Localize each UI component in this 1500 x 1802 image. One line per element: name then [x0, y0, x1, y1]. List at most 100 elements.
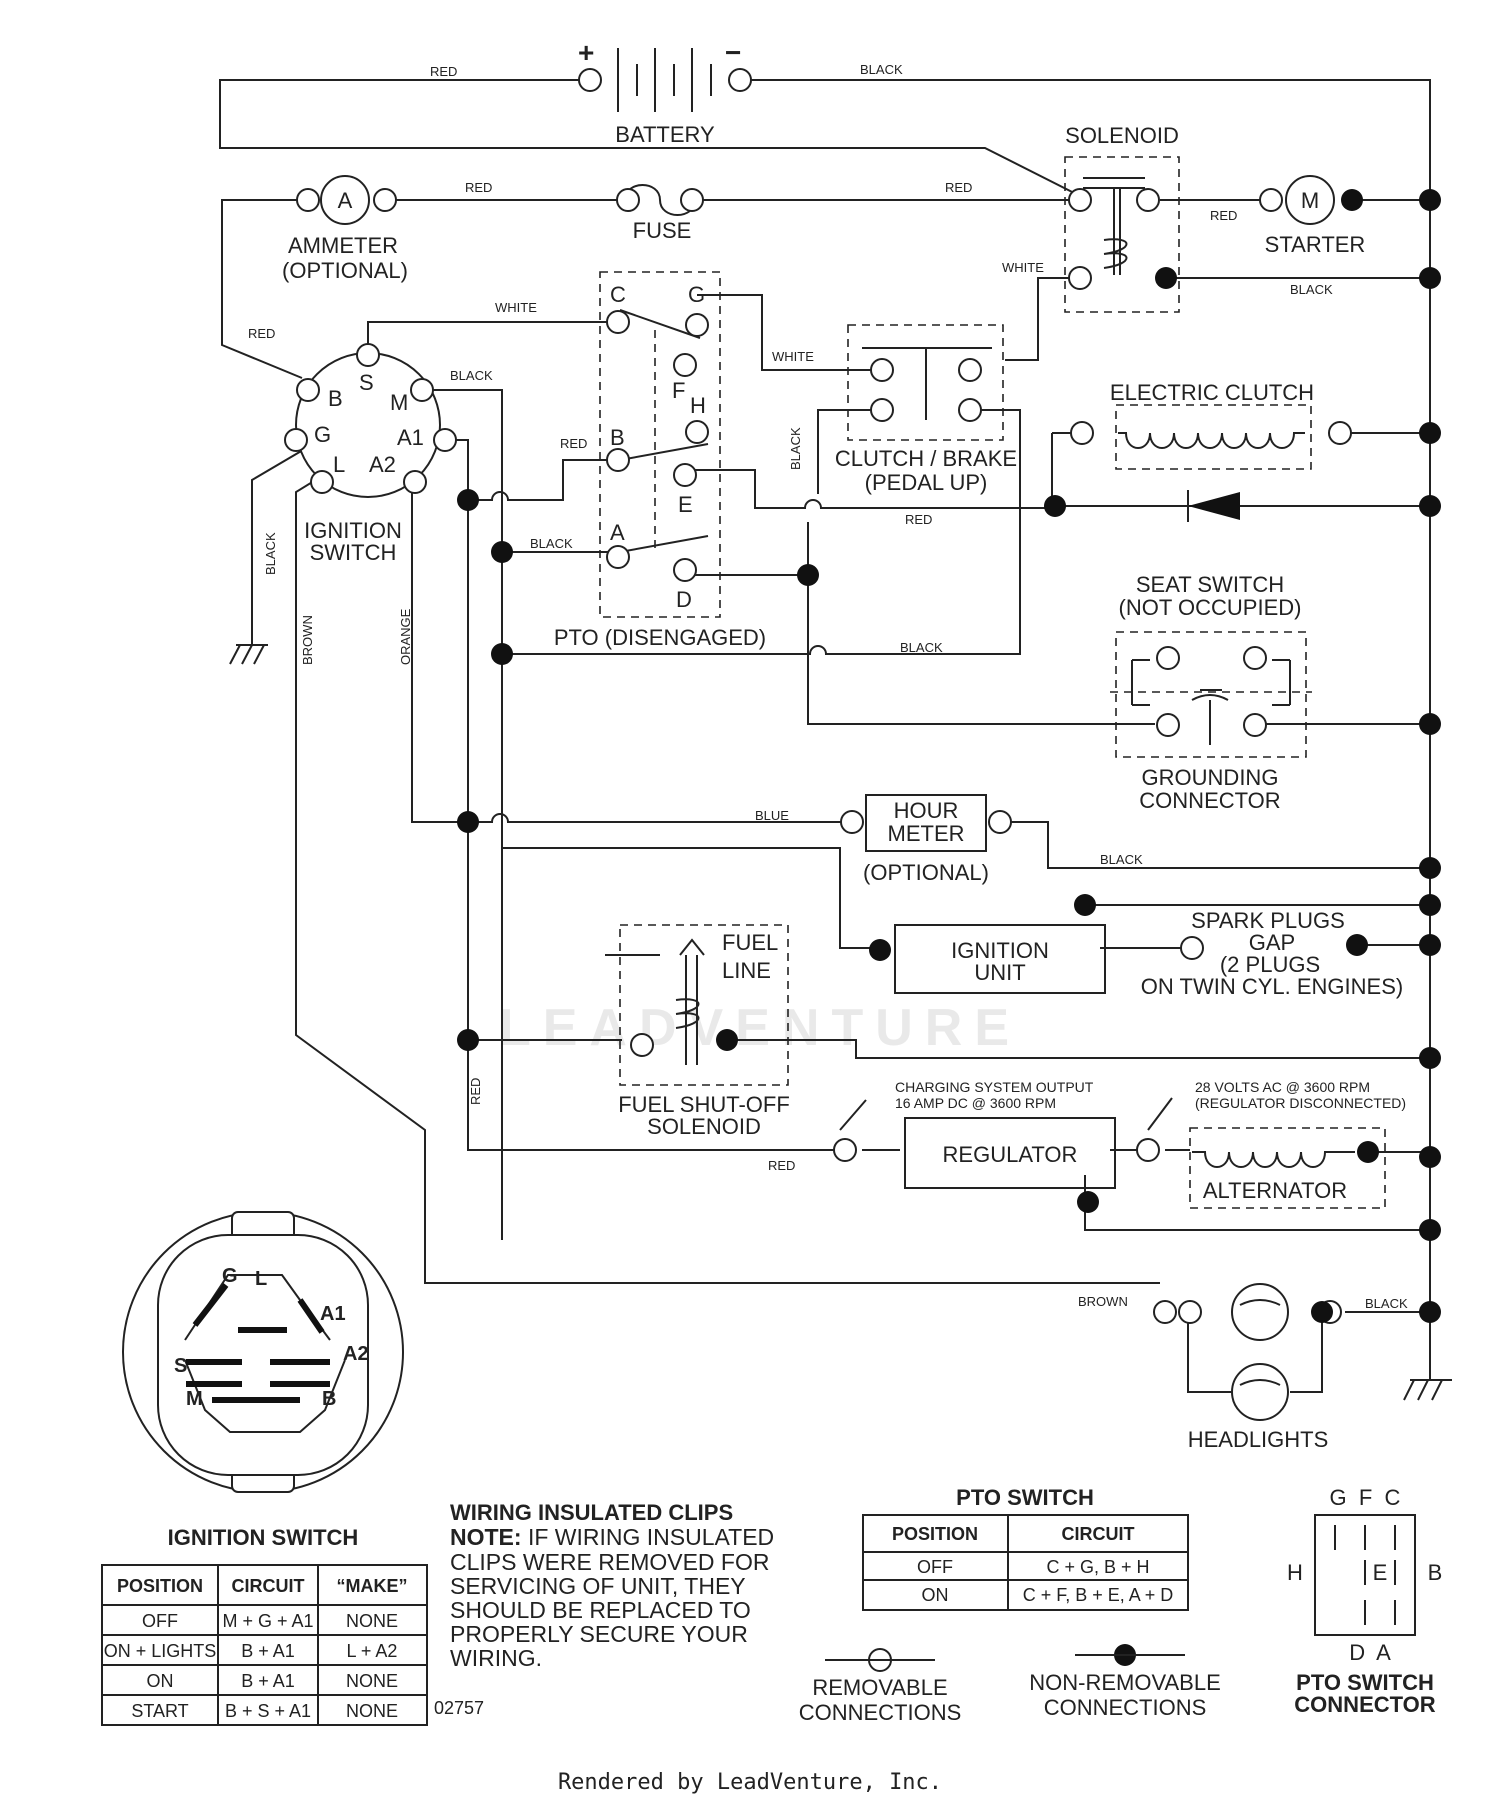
ign-face-a2: A2	[343, 1343, 369, 1365]
note-title: WIRING INSULATED CLIPS	[450, 1500, 733, 1525]
pto-terminals: C G F H B E A D	[610, 282, 706, 612]
ignition-table-cell: L + A2	[347, 1641, 398, 1661]
note-line: SERVICING OF UNIT, THEY	[450, 1573, 746, 1599]
line-label: LINE	[722, 958, 771, 983]
watermark: LEADVENTURE	[499, 999, 1021, 1057]
ign-face-b: B	[322, 1388, 336, 1410]
fuel-solenoid-label: FUEL SHUT-OFF	[618, 1092, 790, 1117]
legend-nonremovable2: CONNECTIONS	[1044, 1695, 1207, 1720]
fuse-label: FUSE	[633, 218, 692, 243]
pto-table-title: PTO SWITCH	[956, 1485, 1094, 1510]
ign-face-l: L	[255, 1268, 267, 1290]
wire-label: RED	[248, 326, 275, 341]
note-line-0: IF WIRING INSULATED	[522, 1524, 775, 1550]
electric-clutch-label: ELECTRIC CLUTCH	[1110, 380, 1314, 405]
wire-label: BLACK	[788, 427, 803, 470]
fuel-solenoid-label2: SOLENOID	[647, 1114, 761, 1139]
ign-terminal-b: B	[328, 386, 343, 411]
pto-terminal-e: E	[678, 492, 693, 517]
ignition-switch-label2: SWITCH	[310, 540, 397, 565]
grounding-label: GROUNDING	[1142, 765, 1279, 790]
regulator-label: REGULATOR	[943, 1142, 1078, 1167]
pedal-up-label: (PEDAL UP)	[865, 470, 988, 495]
wire-label: RED	[905, 512, 932, 527]
wire-label: RED	[465, 180, 492, 195]
part-number: 02757	[434, 1698, 484, 1718]
pto-terminal-h: H	[690, 393, 706, 418]
ignition-switch-table: IGNITION SWITCH POSITION CIRCUIT “MAKE” …	[101, 1525, 428, 1726]
legend-removable: REMOVABLE	[812, 1675, 947, 1700]
pto-table-cell: C + F, B + E, A + D	[1023, 1585, 1174, 1605]
wire-label: BROWN	[300, 615, 315, 665]
ignition-table-title: IGNITION SWITCH	[168, 1525, 359, 1550]
pto-conn-left: H	[1287, 1560, 1303, 1585]
hour-label: HOUR	[894, 798, 959, 823]
wire-label: BLACK	[530, 536, 573, 551]
ignition-table-cell: B + S + A1	[225, 1701, 311, 1721]
volts-label1: 28 VOLTS AC @ 3600 RPM	[1195, 1079, 1370, 1095]
ammeter-symbol: A	[338, 188, 353, 213]
ignition-table-cell: START	[131, 1701, 188, 1721]
wire-labels: RED BLACK RED RED RED WHITE BLACK RED WH…	[248, 62, 1408, 1311]
headlights-label: HEADLIGHTS	[1188, 1427, 1329, 1452]
not-occupied-label: (NOT OCCUPIED)	[1119, 595, 1302, 620]
battery-label: BATTERY	[615, 122, 715, 147]
pto-terminal-a: A	[610, 520, 625, 545]
legend-nonremovable: NON-REMOVABLE	[1029, 1670, 1221, 1695]
wire-label: RED	[468, 1078, 483, 1105]
pto-table-header: POSITION	[892, 1524, 978, 1544]
legend-removable2: CONNECTIONS	[799, 1700, 962, 1725]
wire-label: RED	[1210, 208, 1237, 223]
starter-symbol: M	[1301, 188, 1319, 213]
wire-label: BLACK	[900, 640, 943, 655]
wire-label: ORANGE	[398, 608, 413, 665]
wire-label: RED	[560, 436, 587, 451]
ignition-table-header: POSITION	[117, 1576, 203, 1596]
pto-terminal-f: F	[672, 378, 685, 403]
solenoid-label: SOLENOID	[1065, 123, 1179, 148]
ignition-table-cell: B + A1	[241, 1641, 295, 1661]
pto-switch-table: PTO SWITCH POSITION CIRCUIT OFF C + G, B…	[862, 1485, 1189, 1611]
ignition-table-cell: NONE	[346, 1671, 398, 1691]
note-line: NOTE: IF WIRING INSULATED	[450, 1524, 774, 1550]
pto-terminal-d: D	[676, 587, 692, 612]
ammeter-label: AMMETER	[288, 233, 398, 258]
ammeter-optional: (OPTIONAL)	[282, 258, 408, 283]
pto-label: PTO (DISENGAGED)	[554, 625, 766, 650]
ign-face-a1: A1	[320, 1303, 346, 1325]
ign-terminal-a2: A2	[369, 452, 396, 477]
removable-connections	[284, 68, 1352, 1672]
seat-switch-label: SEAT SWITCH	[1136, 572, 1284, 597]
ign-face-g: G	[222, 1265, 238, 1287]
ign-terminal-a1: A1	[397, 425, 424, 450]
pto-terminal-c: C	[610, 282, 626, 307]
component-bodies	[295, 48, 1386, 1421]
charging-label2: 16 AMP DC @ 3600 RPM	[895, 1095, 1056, 1111]
note-lead: NOTE:	[450, 1524, 522, 1550]
non-removable-connections	[457, 189, 1441, 1666]
spark-label2: GAP	[1249, 930, 1295, 955]
pto-table-cell: OFF	[917, 1557, 953, 1577]
wire-label: BLACK	[1290, 282, 1333, 297]
wire-label: BLUE	[755, 808, 789, 823]
ignition-unit-label2: UNIT	[974, 960, 1025, 985]
pto-conn-title: PTO SWITCH	[1296, 1670, 1434, 1695]
wire-label: BLACK	[860, 62, 903, 77]
pto-terminal-g: G	[688, 282, 705, 307]
wire-label: WHITE	[495, 300, 537, 315]
wire-label: WHITE	[772, 349, 814, 364]
pto-conn-top: G F C	[1330, 1485, 1401, 1510]
ignition-table-cell: NONE	[346, 1611, 398, 1631]
wire-label: RED	[768, 1158, 795, 1173]
ignition-switch-label: IGNITION	[304, 518, 402, 543]
wire-label: BLACK	[1100, 852, 1143, 867]
ign-face-m: M	[186, 1388, 203, 1410]
ignition-table-cell: ON + LIGHTS	[104, 1641, 217, 1661]
battery-plus: +	[578, 37, 594, 68]
ignition-switch-face: G L A1 A2 S M B	[122, 1211, 404, 1493]
wire-label: BLACK	[263, 532, 278, 575]
component-labels: + − BATTERY SOLENOID A AMMETER (OPTIONAL…	[282, 37, 1406, 1452]
ignition-table-cell: NONE	[346, 1701, 398, 1721]
pto-terminal-b: B	[610, 425, 625, 450]
